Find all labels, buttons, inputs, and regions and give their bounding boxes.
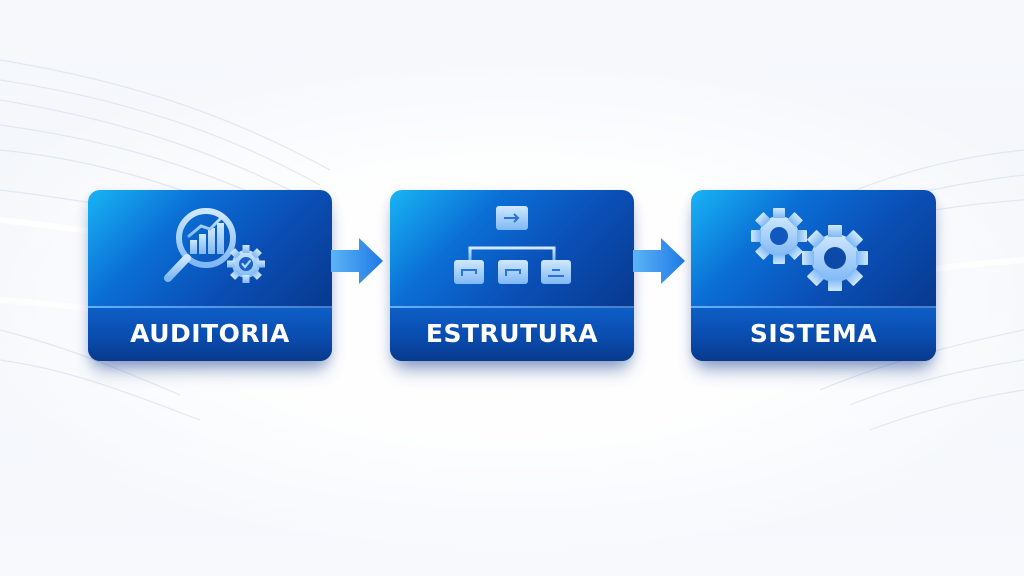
card-label-bar: SISTEMA <box>691 308 936 361</box>
card-divider <box>390 306 634 308</box>
step-label: ESTRUTURA <box>425 319 599 348</box>
arrow-right-icon <box>331 238 383 284</box>
step-label: SISTEMA <box>749 319 878 348</box>
step-card-estrutura: ESTRUTURA <box>390 190 634 361</box>
magnifier-chart-gear-icon <box>164 208 265 283</box>
card-label-bar: AUDITORIA <box>88 308 332 361</box>
step-card-auditoria: AUDITORIA <box>88 190 332 361</box>
card-divider <box>691 306 936 308</box>
org-chart-hierarchy-icon <box>454 206 571 284</box>
gears-icon <box>751 208 868 291</box>
step-label: AUDITORIA <box>130 319 290 348</box>
step-card-sistema: SISTEMA <box>691 190 936 361</box>
card-label-bar: ESTRUTURA <box>390 308 634 361</box>
arrow-right-icon <box>633 238 685 284</box>
card-divider <box>88 306 332 308</box>
